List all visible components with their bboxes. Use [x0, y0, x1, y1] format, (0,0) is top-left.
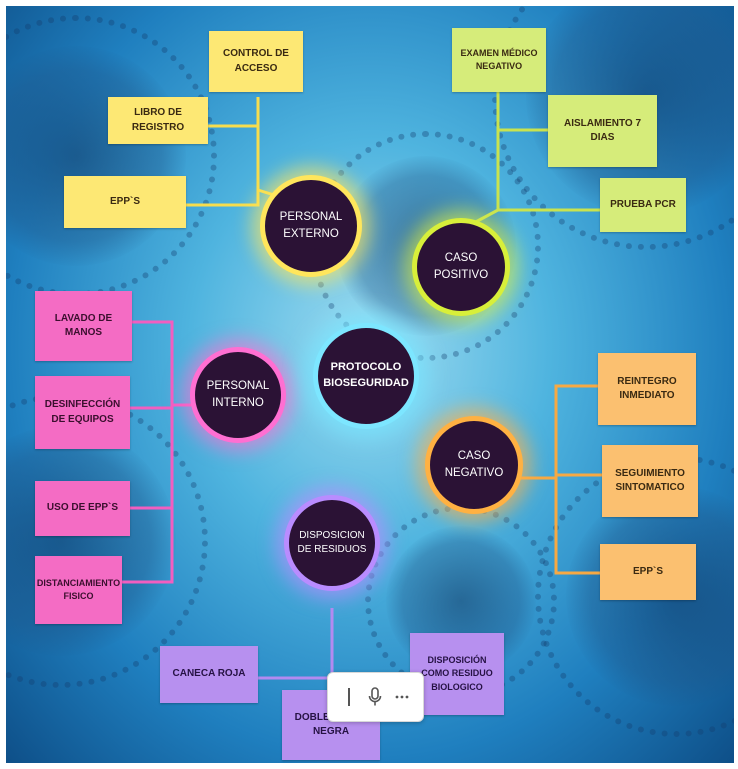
floating-toolbar: [327, 672, 424, 722]
more-options-icon[interactable]: [391, 682, 413, 712]
node-caneca-roja: CANECA ROJA: [160, 646, 258, 703]
hub-personal-externo: PERSONAL EXTERNO: [260, 175, 362, 277]
node-control-acceso: CONTROL DE ACCESO: [209, 31, 303, 92]
hub-caso-positivo: CASO POSITIVO: [412, 218, 510, 316]
node-epps-negativo: EPP`S: [600, 544, 696, 600]
hub-caso-negativo: CASO NEGATIVO: [425, 416, 523, 514]
node-seguimiento: SEGUIMIENTO SINTOMATICO: [602, 445, 698, 517]
node-disposicion-residuo: DISPOSICIÓN COMO RESIDUO BIOLOGICO: [410, 633, 504, 715]
node-uso-epps: USO DE EPP`S: [35, 481, 130, 536]
text-cursor-icon[interactable]: [338, 682, 360, 712]
center-protocolo-bioseguridad: PROTOCOLO BIOSEGURIDAD: [313, 323, 419, 429]
node-libro-registro: LIBRO DE REGISTRO: [108, 97, 208, 144]
node-examen-medico: EXAMEN MÉDICO NEGATIVO: [452, 28, 546, 92]
node-prueba-pcr: PRUEBA PCR: [600, 178, 686, 232]
hub-disposicion-residuos: DISPOSICION DE RESIDUOS: [284, 495, 380, 591]
node-lavado-manos: LAVADO DE MANOS: [35, 291, 132, 361]
microphone-icon[interactable]: [364, 682, 386, 712]
node-aislamiento: AISLAMIENTO 7 DIAS: [548, 95, 657, 167]
node-distanciamiento: DISTANCIAMIENTO FISICO: [35, 556, 122, 624]
node-epps-externo: EPP`S: [64, 176, 186, 228]
node-reintegro: REINTEGRO INMEDIATO: [598, 353, 696, 425]
node-desinfeccion: DESINFECCIÓN DE EQUIPOS: [35, 376, 130, 449]
hub-personal-interno: PERSONAL INTERNO: [190, 347, 286, 443]
